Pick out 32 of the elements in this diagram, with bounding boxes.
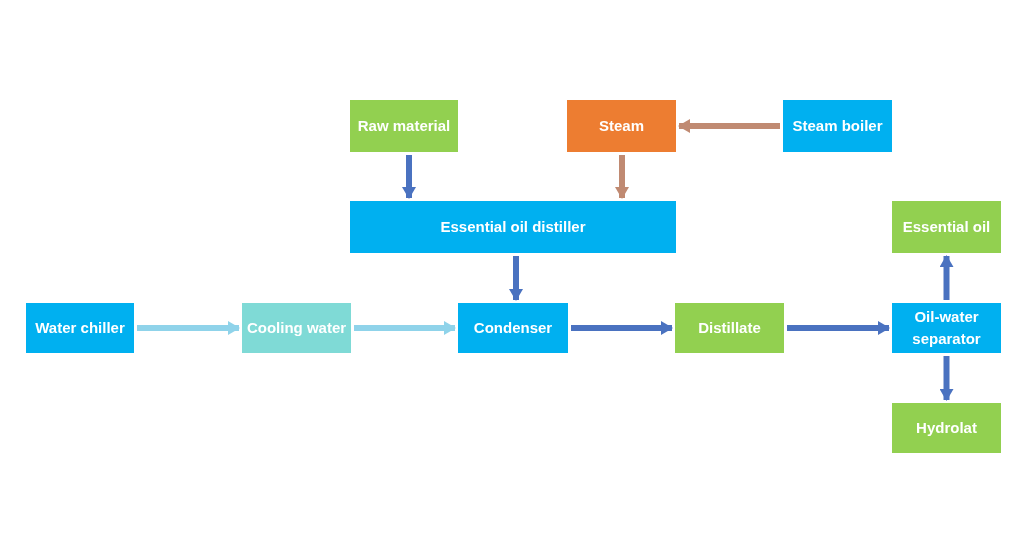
box-label: Hydrolat bbox=[916, 418, 977, 438]
process-box bbox=[783, 100, 892, 152]
box-label: Steam boiler bbox=[792, 116, 883, 136]
process-box bbox=[675, 303, 784, 353]
box-label: Essential oil distiller bbox=[440, 217, 586, 237]
arrow bbox=[678, 119, 780, 133]
arrow bbox=[402, 155, 416, 199]
process-box bbox=[892, 303, 1001, 353]
box-label: Oil-water separator bbox=[911, 307, 982, 349]
arrow bbox=[787, 321, 890, 335]
process-box bbox=[892, 201, 1001, 253]
arrow bbox=[137, 321, 240, 335]
process-box bbox=[892, 403, 1001, 453]
process-box bbox=[567, 100, 676, 152]
box-label: Steam bbox=[599, 116, 644, 136]
box-label: Condenser bbox=[473, 318, 553, 338]
arrow bbox=[571, 321, 673, 335]
box-label: Water chiller bbox=[35, 318, 125, 338]
arrow bbox=[509, 256, 523, 301]
process-box bbox=[350, 201, 676, 253]
box-label: Cooling water bbox=[246, 318, 347, 338]
box-label: Essential oil bbox=[902, 217, 991, 237]
arrow bbox=[939, 356, 954, 401]
arrow bbox=[354, 321, 456, 335]
process-box bbox=[458, 303, 568, 353]
process-box bbox=[350, 100, 458, 152]
process-box bbox=[26, 303, 134, 353]
box-label: Distillate bbox=[698, 318, 761, 338]
box-label: Raw material bbox=[357, 116, 451, 136]
process-box bbox=[242, 303, 351, 353]
arrow bbox=[939, 255, 954, 300]
arrow bbox=[615, 155, 629, 199]
